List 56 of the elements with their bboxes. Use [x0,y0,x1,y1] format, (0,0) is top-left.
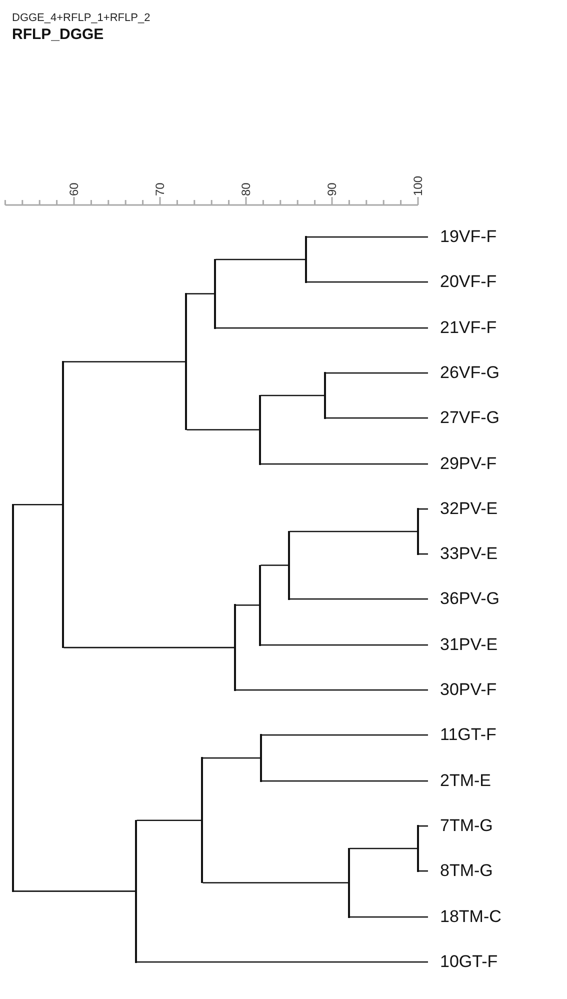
tree-branch [216,258,306,260]
tree-branch [418,825,428,827]
leaf-label: 7TM-G [428,816,493,836]
tree-branch [262,780,428,782]
tree-branch [306,281,428,283]
tree-branch [260,463,428,465]
leaf-label: 11GT-F [428,725,496,745]
tree-branch [350,848,418,850]
tree-branch [306,236,428,238]
tree-branch [236,604,260,606]
tree-branch [260,394,324,396]
leaf-label: 36PV-G [428,589,500,609]
tree-branch [418,870,428,872]
scale-label: 100 [412,176,424,196]
leaf-label: 2TM-E [428,771,491,791]
tree-branch [136,961,428,963]
tree-branch [202,757,260,759]
scale-label: 80 [240,182,252,196]
tree-branch [260,644,428,646]
diagram-title: RFLP_DGGE [12,26,104,43]
leaf-label: 19VF-F [428,227,497,247]
scale-label: 90 [326,182,338,196]
tree-branch [202,882,348,884]
leaf-label: 18TM-C [428,907,502,927]
subtitle: DGGE_4+RFLP_1+RFLP_2 [12,12,150,24]
tree-branch [64,646,234,648]
tree-branch [290,598,428,600]
leaf-label: 29PV-F [428,454,497,474]
scale-label: 70 [154,182,166,196]
leaf-label: 27VF-G [428,408,500,428]
tree-branch [186,429,260,430]
leaf-label: 26VF-G [428,363,500,383]
tree-branch [186,293,214,294]
leaf-label: 20VF-F [428,272,497,292]
tree-branch [64,361,186,362]
tree-branch [14,504,62,506]
leaf-label: 21VF-F [428,318,497,338]
tree-branch [262,734,428,736]
leaf-label: 30PV-F [428,680,497,700]
tree-branch [136,820,202,822]
tree-branch [350,916,428,918]
tree-branch [326,417,428,419]
tree-branch [418,553,428,555]
tree-branch [14,890,136,892]
tree-branch [260,564,288,566]
leaf-label: 8TM-G [428,861,493,881]
tree-branch [236,689,428,691]
tree-branch [216,327,428,329]
scale-label: 60 [68,182,80,196]
tree-branch [418,508,428,510]
leaf-label: 33PV-E [428,544,498,564]
tree-branch [290,530,418,532]
tree-branch [326,372,428,374]
leaf-label: 10GT-F [428,952,498,972]
leaf-label: 31PV-E [428,635,498,655]
leaf-label: 32PV-E [428,499,498,519]
